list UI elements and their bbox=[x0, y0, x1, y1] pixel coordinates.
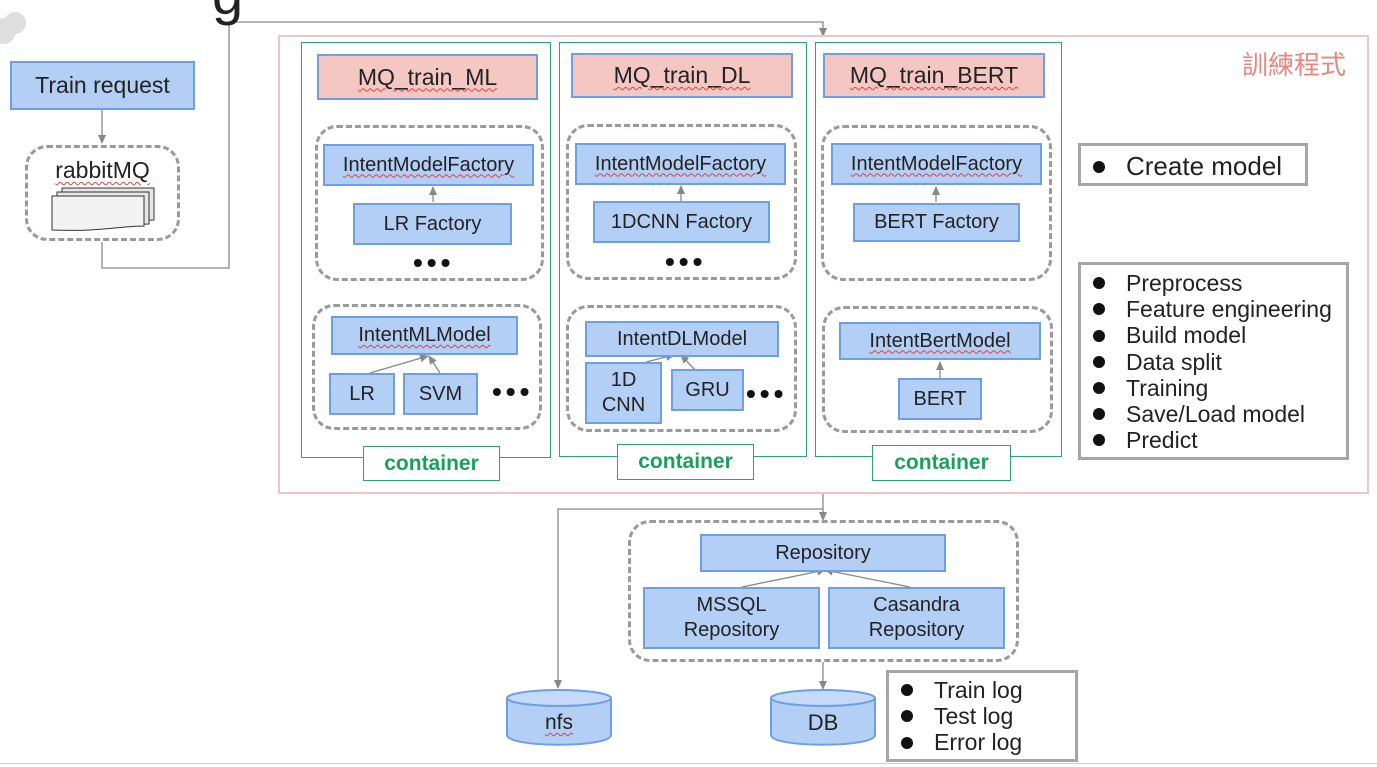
model-box-ml: IntentMLModel bbox=[331, 316, 518, 355]
sub-factory-bert: BERT Factory bbox=[853, 203, 1020, 242]
factory-box-dl: IntentModelFactory bbox=[575, 143, 786, 185]
leaf-bert: BERT bbox=[898, 378, 982, 420]
factory-box-bert: IntentModelFactory bbox=[831, 143, 1042, 185]
ellipsis-factory-ml: ••• bbox=[413, 247, 455, 278]
rabbitmq-label: rabbitMQ bbox=[55, 157, 150, 183]
log-item: Test log bbox=[889, 703, 1075, 729]
model-group-dl bbox=[566, 305, 797, 432]
repository-box: Repository bbox=[700, 534, 946, 572]
db-storage-icon bbox=[770, 689, 876, 746]
train-request-box: Train request bbox=[10, 61, 195, 110]
training-program-area bbox=[278, 35, 1369, 494]
bottom-divider bbox=[0, 763, 1377, 764]
create-model-box: Create model bbox=[1078, 143, 1308, 186]
factory-group-ml bbox=[315, 125, 544, 281]
log-item: Train log bbox=[889, 677, 1075, 703]
queue-bert: MQ_train_BERT bbox=[823, 53, 1045, 98]
arrow-to-nfs bbox=[554, 508, 823, 689]
factory-group-dl bbox=[566, 124, 797, 280]
queue-dl: MQ_train_DL bbox=[571, 53, 793, 98]
training-program-label: 訓練程式 bbox=[1242, 50, 1347, 80]
step-item: Training bbox=[1081, 375, 1346, 401]
nfs-storage-icon bbox=[506, 689, 612, 746]
title-fragment: g bbox=[212, 0, 243, 27]
ellipsis-model-ml: ••• bbox=[492, 376, 534, 407]
factory-group-bert bbox=[821, 125, 1052, 281]
sub-factory-ml: LR Factory bbox=[353, 203, 512, 245]
model-group-ml bbox=[312, 304, 542, 430]
queue-ml: MQ_train_ML bbox=[317, 54, 538, 100]
cloud-icon bbox=[0, 12, 28, 48]
cassandra-repository-box: Casandra Repository bbox=[828, 587, 1005, 649]
repository-group bbox=[628, 520, 1019, 662]
step-item: Build model bbox=[1081, 322, 1346, 348]
model-group-bert bbox=[822, 306, 1053, 433]
sub-factory-dl: 1DCNN Factory bbox=[593, 201, 770, 243]
create-model-item: Create model bbox=[1081, 151, 1305, 182]
ellipsis-factory-dl: ••• bbox=[665, 246, 707, 277]
leaf-1dcnn: 1D CNN bbox=[585, 362, 662, 424]
leaf-gru: GRU bbox=[671, 369, 744, 411]
message-queue-icon bbox=[51, 187, 155, 231]
ellipsis-model-dl: ••• bbox=[746, 378, 788, 409]
model-box-bert: IntentBertModel bbox=[839, 322, 1041, 360]
step-item: Data split bbox=[1081, 349, 1346, 375]
arrow-rabbitmq-to-program bbox=[101, 21, 827, 269]
leaf-lr: LR bbox=[329, 373, 395, 415]
container-label-dl: container bbox=[617, 444, 754, 480]
nfs-label: nfs bbox=[544, 711, 573, 734]
step-item: Predict bbox=[1081, 427, 1346, 453]
rabbitmq-group bbox=[25, 145, 180, 241]
step-item: Save/Load model bbox=[1081, 401, 1346, 427]
log-item: Error log bbox=[889, 729, 1075, 755]
db-label: DB bbox=[807, 710, 839, 735]
mssql-repository-box: MSSQL Repository bbox=[643, 587, 820, 649]
container-label-bert: container bbox=[872, 445, 1011, 481]
model-box-dl: IntentDLModel bbox=[585, 321, 779, 357]
leaf-svm: SVM bbox=[403, 373, 478, 415]
step-item: Preprocess bbox=[1081, 270, 1346, 296]
factory-box-ml: IntentModelFactory bbox=[323, 144, 534, 186]
step-item: Feature engineering bbox=[1081, 296, 1346, 322]
container-label-ml: container bbox=[363, 446, 500, 481]
